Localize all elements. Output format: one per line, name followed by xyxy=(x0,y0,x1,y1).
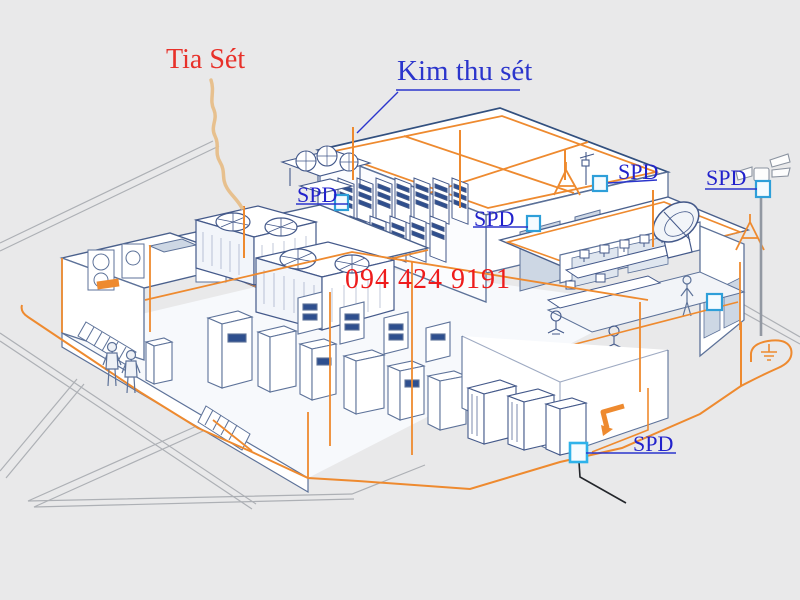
satellite-dish-icon xyxy=(652,201,700,259)
spd-device-icon xyxy=(591,174,609,193)
lightning-conductor-network xyxy=(20,245,793,491)
spd-device-icon xyxy=(705,292,724,312)
signal-cable xyxy=(578,461,627,504)
spd-label-generator-room: SPD xyxy=(633,431,674,456)
spd-label-roof-left: SPD xyxy=(297,182,338,207)
anemometer-icon xyxy=(735,153,791,182)
hvac-fan-row xyxy=(280,145,372,194)
generator-annex xyxy=(461,335,669,456)
spd-label-datacenter-roof: SPD xyxy=(474,206,515,231)
spd-label-antenna-mast: SPD xyxy=(706,165,747,190)
roads xyxy=(0,140,800,510)
person-icon xyxy=(121,349,141,394)
person-icon xyxy=(680,275,694,317)
lightning-rod-label: Kim thu sét xyxy=(397,55,533,87)
person-icon xyxy=(102,341,122,387)
spd-device-icon xyxy=(525,214,542,233)
spd-label-roof-right: SPD xyxy=(618,159,659,184)
people xyxy=(102,341,141,394)
spd-device-icon xyxy=(333,193,350,212)
lightning-label: Tia Sét xyxy=(166,44,246,75)
orange-cable-tray xyxy=(96,278,120,290)
annotation-lines xyxy=(296,89,757,454)
phone-number: 094 424 9191 xyxy=(345,264,511,295)
antenna-tripods xyxy=(553,162,765,251)
ground-rod-icon xyxy=(761,344,777,361)
orange-elbow-arrow xyxy=(600,403,625,429)
spd-device-icon xyxy=(568,441,589,464)
weather-sensor xyxy=(579,152,595,185)
rod-pointer-line xyxy=(356,89,520,134)
hvac-units xyxy=(193,205,395,331)
spd-device-icon xyxy=(754,179,772,199)
antenna-mast xyxy=(735,153,791,336)
lightning-rods xyxy=(243,127,654,258)
lightning-bolt-icon xyxy=(209,78,244,210)
